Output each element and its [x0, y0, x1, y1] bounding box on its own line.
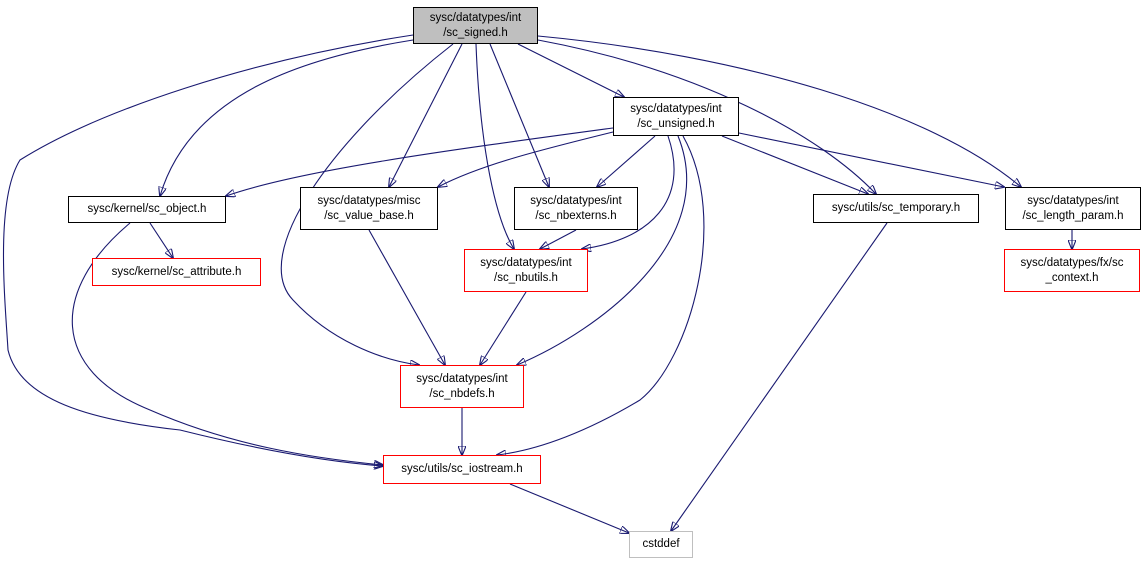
edge-sc-temporary-to-cstddef	[671, 222, 888, 531]
node-label-line: /sc_length_param.h	[1022, 209, 1124, 222]
node-label-line: sysc/kernel/sc_attribute.h	[111, 265, 242, 278]
node-label-line: sysc/utils/sc_iostream.h	[401, 463, 523, 475]
node-sc-unsigned[interactable]: sysc/datatypes/int/sc_unsigned.h	[613, 97, 739, 136]
edge-sc-unsigned-to-sc-nbutils	[582, 135, 675, 249]
edge-sc-signed-to-sc-nbdefs	[280, 43, 454, 365]
edge-sc-iostream-to-cstddef	[509, 483, 629, 533]
node-cstddef: cstddef	[629, 531, 693, 558]
node-label: sysc/datatypes/misc/sc_value_base.h	[318, 194, 421, 224]
node-label-line: sysc/datatypes/int	[1027, 194, 1119, 207]
node-label: sysc/datatypes/int/sc_unsigned.h	[630, 102, 721, 132]
node-label-line: sysc/kernel/sc_object.h	[87, 203, 207, 215]
edge-sc-signed-to-sc-unsigned	[517, 43, 624, 97]
edge-sc-object-to-sc-attribute	[149, 222, 173, 258]
edge-sc-unsigned-to-sc-nbexterns	[597, 135, 656, 187]
node-sc-value-base[interactable]: sysc/datatypes/misc/sc_value_base.h	[300, 187, 438, 230]
node-label-line: /sc_nbexterns.h	[535, 209, 617, 222]
node-sc-length-param[interactable]: sysc/datatypes/int/sc_length_param.h	[1005, 187, 1141, 230]
node-sc-object[interactable]: sysc/kernel/sc_object.h	[68, 196, 226, 223]
node-sc-iostream[interactable]: sysc/utils/sc_iostream.h	[383, 455, 541, 484]
node-label: cstddef	[642, 537, 679, 552]
node-label-line: sysc/utils/sc_temporary.h	[831, 202, 961, 214]
node-label-line: cstddef	[642, 538, 680, 550]
edge-sc-unsigned-to-sc-nbdefs	[517, 135, 688, 365]
node-sc-nbexterns[interactable]: sysc/datatypes/int/sc_nbexterns.h	[514, 187, 638, 230]
node-label: sysc/datatypes/fx/sc _context.h	[1021, 256, 1124, 286]
node-label-line: _context.h	[1045, 271, 1099, 284]
node-label-line: sysc/datatypes/int	[480, 256, 572, 269]
edge-sc-unsigned-to-sc-value-base	[438, 131, 614, 187]
node-label-line: /sc_signed.h	[443, 26, 508, 39]
edge-sc-nbutils-to-sc-nbdefs	[480, 291, 527, 365]
edge-sc-signed-to-sc-length-param	[537, 35, 1021, 187]
edge-sc-signed-to-sc-nbutils	[475, 43, 514, 249]
node-label-line: sysc/datatypes/int	[630, 102, 722, 115]
edge-sc-unsigned-to-sc-iostream	[497, 135, 705, 455]
node-sc-signed: sysc/datatypes/int/sc_signed.h	[413, 7, 538, 44]
node-label: sysc/datatypes/int/sc_nbdefs.h	[416, 372, 507, 402]
node-label: sysc/utils/sc_iostream.h	[401, 462, 522, 477]
node-sc-nbdefs[interactable]: sysc/datatypes/int/sc_nbdefs.h	[400, 365, 524, 408]
node-label: sysc/kernel/sc_attribute.h	[112, 265, 242, 280]
edge-sc-signed-to-sc-nbexterns	[489, 43, 549, 187]
node-label-line: sysc/datatypes/int	[530, 194, 622, 207]
edge-sc-unsigned-to-sc-length-param	[738, 132, 1004, 187]
node-label: sysc/datatypes/int/sc_length_param.h	[1022, 194, 1123, 224]
node-label-line: /sc_unsigned.h	[637, 117, 715, 130]
node-label-line: sysc/datatypes/fx/sc	[1020, 256, 1124, 269]
edge-sc-signed-to-sc-iostream	[2, 34, 414, 466]
edge-sc-unsigned-to-sc-object	[226, 127, 614, 196]
node-label: sysc/datatypes/int/sc_nbutils.h	[480, 256, 571, 286]
node-label: sysc/utils/sc_temporary.h	[832, 201, 960, 216]
node-label: sysc/datatypes/int/sc_nbexterns.h	[530, 194, 621, 224]
edge-sc-object-to-sc-iostream	[71, 222, 383, 465]
node-label-line: sysc/datatypes/misc	[317, 194, 421, 207]
edge-sc-signed-to-sc-value-base	[389, 43, 463, 187]
node-label-line: sysc/datatypes/int	[416, 372, 508, 385]
edge-sc-unsigned-to-sc-temporary	[721, 135, 868, 194]
edge-sc-value-base-to-sc-nbdefs	[368, 229, 445, 365]
node-sc-context[interactable]: sysc/datatypes/fx/sc _context.h	[1004, 249, 1140, 292]
node-label-line: sysc/datatypes/int	[429, 11, 522, 24]
node-label: sysc/kernel/sc_object.h	[88, 202, 207, 217]
edge-sc-signed-to-sc-object	[160, 39, 414, 196]
edge-sc-nbexterns-to-sc-nbutils	[540, 229, 577, 249]
node-label-line: /sc_nbdefs.h	[429, 387, 495, 400]
node-sc-nbutils[interactable]: sysc/datatypes/int/sc_nbutils.h	[464, 249, 588, 292]
node-sc-temporary[interactable]: sysc/utils/sc_temporary.h	[813, 194, 979, 223]
node-label-line: /sc_value_base.h	[324, 209, 414, 222]
node-sc-attribute[interactable]: sysc/kernel/sc_attribute.h	[92, 258, 261, 286]
node-label-line: /sc_nbutils.h	[494, 271, 558, 284]
node-label: sysc/datatypes/int/sc_signed.h	[430, 11, 521, 41]
edge-sc-signed-to-sc-temporary	[537, 39, 876, 194]
